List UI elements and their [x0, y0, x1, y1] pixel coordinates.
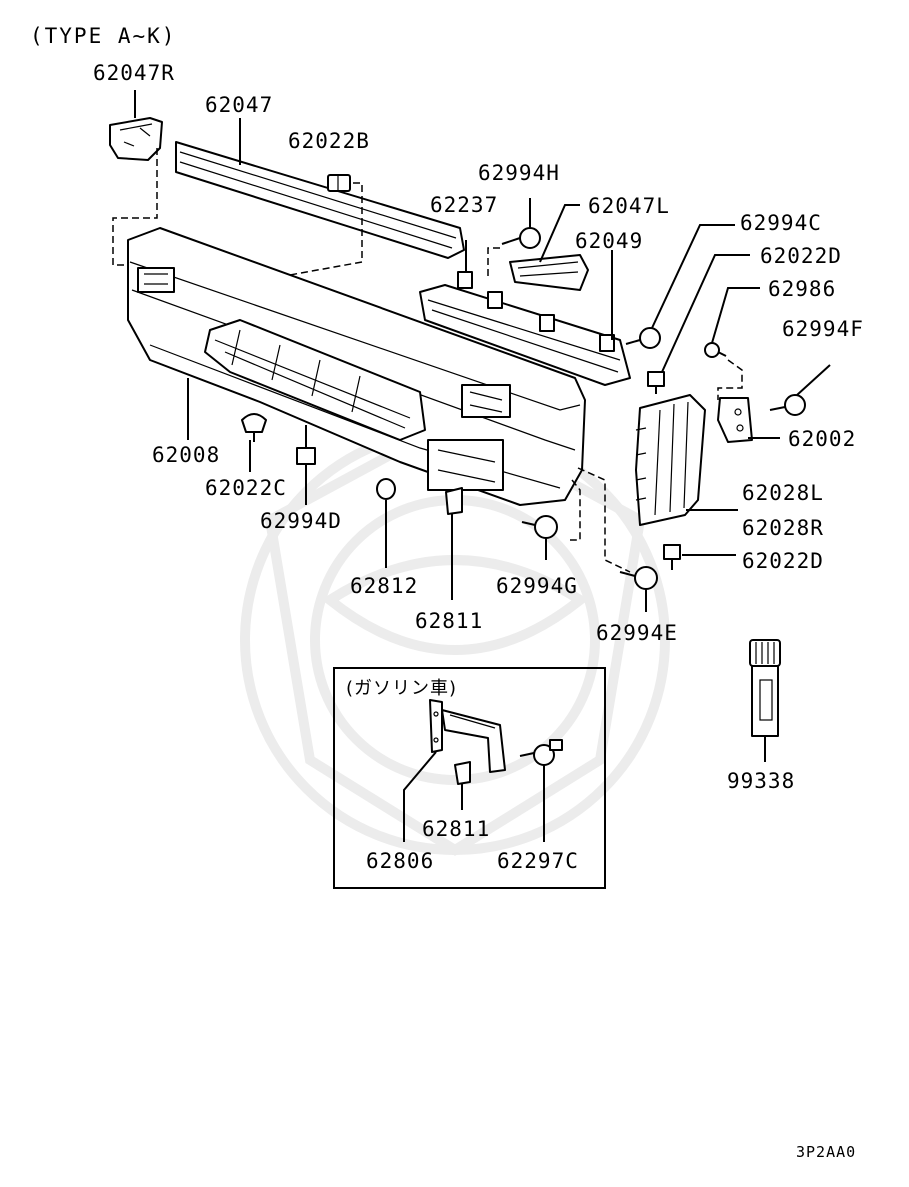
part-62002-bracket — [717, 397, 753, 443]
label-62047: 62047 — [205, 93, 273, 117]
inset-gasoline-car: (ガソリン車) 62811 62806 62297C — [333, 667, 606, 889]
part-99338-touch-up-paint — [749, 639, 781, 737]
inset-label-62297C: 62297C — [497, 849, 579, 873]
part-62047R-end-cap — [109, 90, 163, 161]
part-62994F-bolt — [769, 394, 806, 416]
part-62049-grille-bar — [419, 271, 631, 386]
label-62022D-upper: 62022D — [760, 244, 842, 268]
part-62008-bumper — [127, 227, 586, 506]
type-label: (TYPE A~K) — [30, 24, 176, 48]
part-62994C-bolt — [625, 327, 661, 349]
label-62028R: 62028R — [742, 516, 824, 540]
label-62994E: 62994E — [596, 621, 678, 645]
label-62047L: 62047L — [588, 194, 670, 218]
inset-label-62811: 62811 — [422, 817, 490, 841]
part-62022D-clip-upper — [647, 371, 665, 394]
part-62028-side-panel — [635, 394, 706, 526]
label-62812: 62812 — [350, 574, 418, 598]
label-62028L: 62028L — [742, 481, 824, 505]
label-62008: 62008 — [152, 443, 220, 467]
part-62812-plug — [376, 478, 396, 500]
label-62994F: 62994F — [782, 317, 864, 341]
part-62994H-bolt — [501, 198, 541, 249]
label-62022C: 62022C — [205, 476, 287, 500]
inset-label-62806: 62806 — [366, 849, 434, 873]
part-62811-clip — [445, 487, 463, 515]
label-62047R: 62047R — [93, 61, 175, 85]
label-62022B: 62022B — [288, 129, 370, 153]
label-62022D-lower: 62022D — [742, 549, 824, 573]
label-62994H: 62994H — [478, 161, 560, 185]
diagram-code: 3P2AA0 — [796, 1143, 856, 1161]
label-62049: 62049 — [575, 229, 643, 253]
label-62994C: 62994C — [740, 211, 822, 235]
label-62237: 62237 — [430, 193, 498, 217]
part-62022D-clip-lower — [663, 544, 681, 570]
part-62047L-end-piece — [509, 254, 589, 291]
label-62002: 62002 — [788, 427, 856, 451]
part-62022C-clip — [241, 413, 267, 442]
label-99338: 99338 — [727, 769, 795, 793]
part-62022B-clip — [327, 174, 351, 192]
label-62811: 62811 — [415, 609, 483, 633]
part-62047-molding — [175, 141, 465, 259]
part-62994D-bolt — [296, 425, 316, 465]
label-62994G: 62994G — [496, 574, 578, 598]
label-62986: 62986 — [768, 277, 836, 301]
inset-title: (ガソリン車) — [346, 678, 457, 699]
label-62994D: 62994D — [260, 509, 342, 533]
part-62986-screw — [704, 342, 727, 358]
